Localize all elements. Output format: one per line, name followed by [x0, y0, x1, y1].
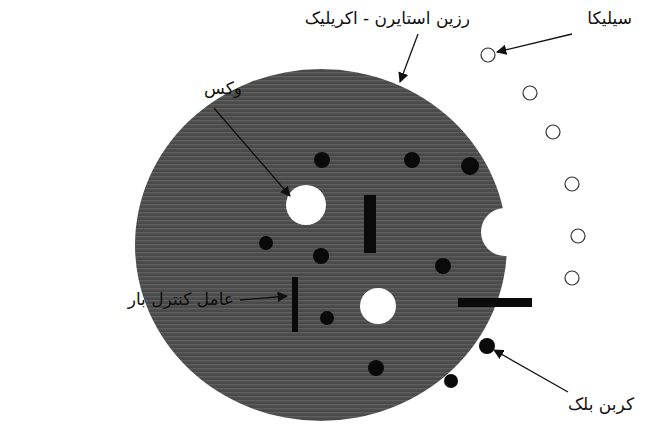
leader-lines [214, 34, 572, 392]
resin-particle [135, 69, 507, 421]
carbon-black-label: کربن بلک [568, 394, 634, 414]
silica-label: سیلیکا [587, 8, 632, 28]
charge-control-label: عامل کنترل بار [128, 289, 234, 309]
charge-control-agent-bars [292, 195, 532, 332]
silica-particles [481, 48, 585, 285]
wax-label: وکس [204, 78, 242, 98]
carbon-black-dots [259, 152, 495, 388]
resin-label: رزین استایرن - اکریلیک [305, 8, 470, 28]
